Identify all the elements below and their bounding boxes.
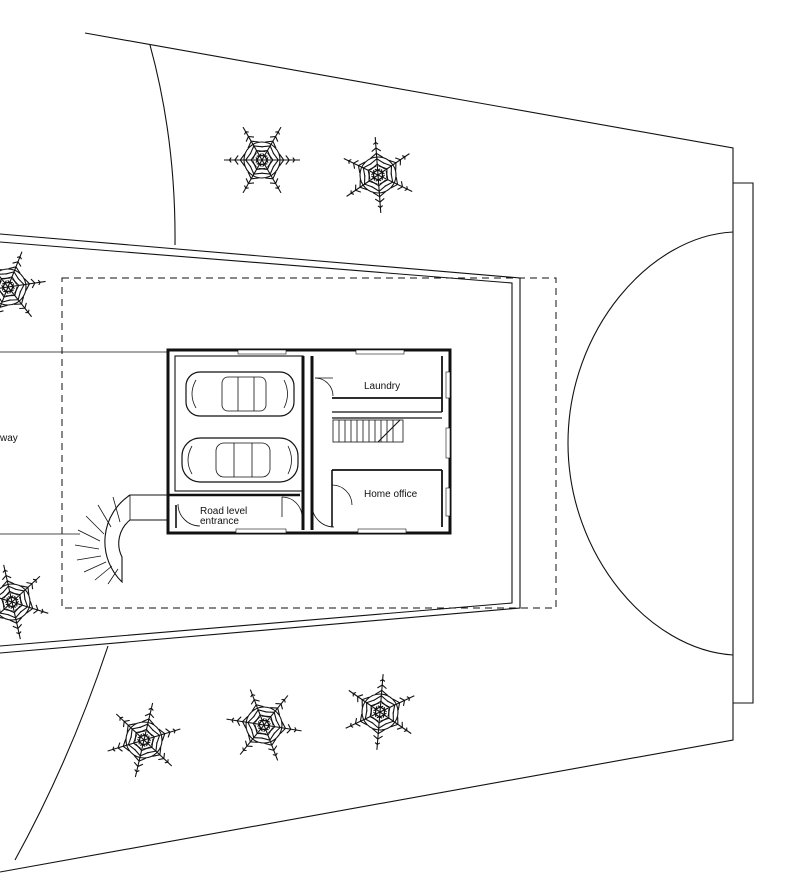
car-top-view [185, 371, 295, 417]
palm-tree [224, 126, 300, 194]
driveway-label: way [0, 433, 18, 444]
door-swings [177, 377, 353, 528]
palm-tree [343, 137, 413, 213]
palm-tree [0, 251, 46, 318]
palm-tree [345, 674, 415, 750]
interior-stairs [332, 419, 404, 443]
room-label-entrance-line2: entrance [200, 516, 239, 527]
palm-tree [226, 689, 302, 761]
room-label-laundry: Laundry [364, 381, 400, 392]
site-boundary [0, 32, 754, 873]
car-top-view [181, 437, 299, 483]
palm-tree [0, 564, 49, 640]
footprint-outline [61, 277, 557, 609]
room-label-entrance-line1: Road level [200, 506, 247, 517]
driveway-platform [0, 233, 521, 654]
room-label-home-office: Home office [364, 489, 418, 500]
palm-tree [107, 702, 181, 778]
lawn-ellipse [567, 231, 734, 656]
spiral-staircase [74, 494, 168, 585]
palm-trees [0, 126, 415, 778]
